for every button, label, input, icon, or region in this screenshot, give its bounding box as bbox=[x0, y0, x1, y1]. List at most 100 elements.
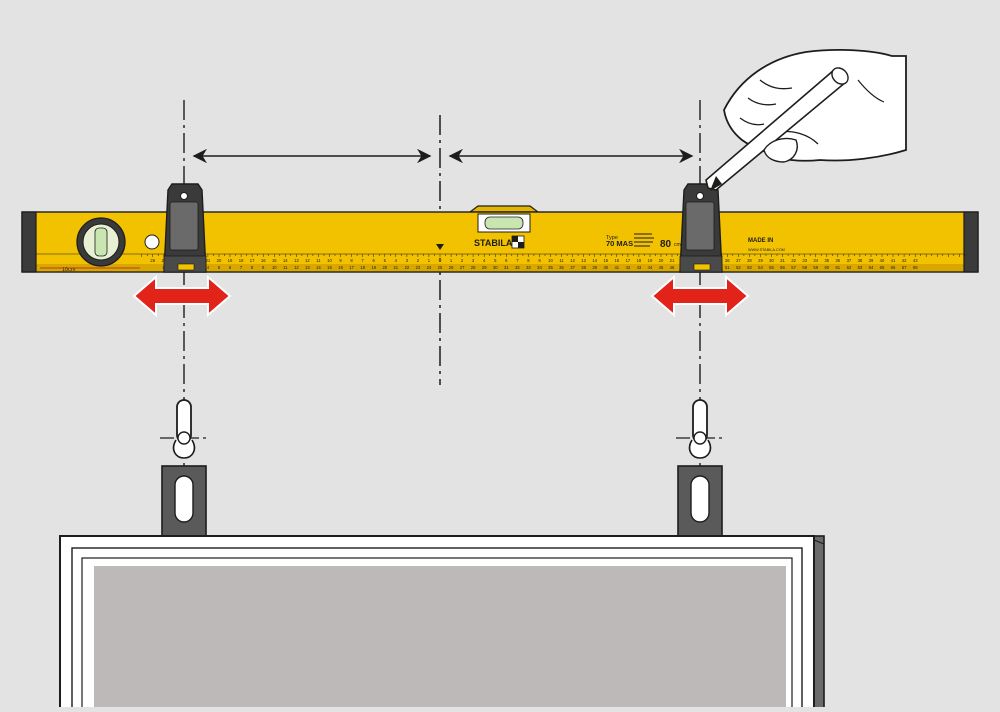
ruler-top-number: 4 bbox=[483, 258, 486, 263]
ruler-top-number: 13 bbox=[581, 258, 586, 263]
ruler-bottom-number: 57 bbox=[791, 265, 796, 270]
ruler-bottom-number: 42 bbox=[626, 265, 631, 270]
ruler-bottom-number: 18 bbox=[360, 265, 365, 270]
ruler-bottom-number: 41 bbox=[614, 265, 619, 270]
ruler-bottom-number: 31 bbox=[504, 265, 509, 270]
website-label: WWW.STABILA.COM bbox=[748, 248, 785, 252]
ruler-bottom-number: 23 bbox=[416, 265, 421, 270]
ruler-top-number: 32 bbox=[791, 258, 796, 263]
ruler-bottom-number: 15 bbox=[327, 265, 332, 270]
ruler-top-number: 11 bbox=[316, 258, 321, 263]
ruler-bottom-number: 14 bbox=[316, 265, 321, 270]
ruler-bottom-number: 17 bbox=[349, 265, 354, 270]
ruler-top-number: 2 bbox=[461, 258, 464, 263]
ruler-bottom-number: 56 bbox=[780, 265, 785, 270]
ruler-top-number: 1 bbox=[450, 258, 453, 263]
ruler-top-number: 7 bbox=[361, 258, 364, 263]
ruler-top-number: 43 bbox=[913, 258, 918, 263]
ruler-top-number: 12 bbox=[570, 258, 575, 263]
ruler-top-number: 6 bbox=[373, 258, 376, 263]
ruler-bottom-number: 66 bbox=[891, 265, 896, 270]
length-number: 80 bbox=[660, 239, 672, 250]
ruler-bottom-number: 54 bbox=[758, 265, 763, 270]
ruler-top-number: 3 bbox=[406, 258, 409, 263]
ruler-top-number: 40 bbox=[880, 258, 885, 263]
ruler-top-number: 17 bbox=[250, 258, 255, 263]
ruler-top-number: 7 bbox=[516, 258, 519, 263]
ruler-bottom-number: 51 bbox=[725, 265, 730, 270]
ruler-top-number: 31 bbox=[780, 258, 785, 263]
ruler-bottom-number: 26 bbox=[449, 265, 454, 270]
wall-hook-icon bbox=[676, 399, 726, 459]
brand-logo bbox=[511, 235, 525, 249]
ruler-bottom-number: 33 bbox=[526, 265, 531, 270]
ruler-top-number: 35 bbox=[824, 258, 829, 263]
ruler-top-number: 13 bbox=[294, 258, 299, 263]
ruler-bottom-number: 13 bbox=[305, 265, 310, 270]
pencil bbox=[705, 67, 849, 191]
ruler-top-number: 19 bbox=[648, 258, 653, 263]
ruler-bottom-number: 37 bbox=[570, 265, 575, 270]
ruler-bottom-number: 5 bbox=[218, 265, 221, 270]
red-double-arrow-icon bbox=[132, 274, 232, 318]
ruler-bottom-number: 27 bbox=[460, 265, 465, 270]
ruler-bottom-number: 6 bbox=[229, 265, 232, 270]
ruler-bottom-number: 9 bbox=[262, 265, 265, 270]
left-sliding-hook bbox=[163, 183, 207, 273]
hand-with-pencil-icon bbox=[705, 49, 907, 191]
ruler-top-number: 29 bbox=[758, 258, 763, 263]
ruler-top-number: 36 bbox=[835, 258, 840, 263]
ruler-bottom-number: 52 bbox=[736, 265, 741, 270]
ruler-top-number: 11 bbox=[559, 258, 564, 263]
picture-canvas bbox=[94, 566, 786, 712]
ruler-top-number: 15 bbox=[603, 258, 608, 263]
ruler-bottom-number: 38 bbox=[581, 265, 586, 270]
ruler-bottom-number: 8 bbox=[251, 265, 254, 270]
ruler-top-number: 21 bbox=[206, 258, 211, 263]
ruler-bottom-number: 55 bbox=[769, 265, 774, 270]
ruler-top-number: 5 bbox=[384, 258, 387, 263]
ruler-scale: 2625242322212019181716151413121110987654… bbox=[141, 254, 966, 270]
right-end-cap bbox=[963, 211, 979, 273]
slotted-hanger-icon bbox=[677, 465, 723, 539]
ruler-bottom-number: 16 bbox=[338, 265, 343, 270]
ruler-top-number: 39 bbox=[869, 258, 874, 263]
ruler-bottom-number: 28 bbox=[471, 265, 476, 270]
type-label: Type bbox=[606, 235, 618, 241]
ruler-top-number: 20 bbox=[659, 258, 664, 263]
ruler-bottom-number: 53 bbox=[747, 265, 752, 270]
ruler-bottom-number: 68 bbox=[913, 265, 918, 270]
center-index: 25 bbox=[438, 265, 443, 270]
ruler-bottom-number: 45 bbox=[659, 265, 664, 270]
made-in-label: MADE IN bbox=[748, 238, 773, 244]
ruler-bottom-number: 67 bbox=[902, 265, 907, 270]
ruler-top-number: 28 bbox=[747, 258, 752, 263]
ruler-top-number: 3 bbox=[472, 258, 475, 263]
ruler-bottom-number: 44 bbox=[648, 265, 653, 270]
ruler-top-number: 27 bbox=[736, 258, 741, 263]
ruler-bottom-number: 36 bbox=[559, 265, 564, 270]
right-sliding-hook bbox=[679, 183, 723, 273]
horizontal-vial bbox=[477, 213, 531, 233]
ruler-bottom-number: 39 bbox=[592, 265, 597, 270]
ruler-top-number: 10 bbox=[548, 258, 553, 263]
ruler-bottom-number: 32 bbox=[515, 265, 520, 270]
ruler-bottom-number: 40 bbox=[603, 265, 608, 270]
red-double-arrow-icon bbox=[650, 274, 750, 318]
ruler-top-number: 5 bbox=[494, 258, 497, 263]
ruler-top-number: 16 bbox=[261, 258, 266, 263]
ruler-bottom-number: 59 bbox=[813, 265, 818, 270]
ruler-top-number: 37 bbox=[847, 258, 852, 263]
ruler-top-number: 1 bbox=[428, 258, 431, 263]
ruler-bottom-number: 10 bbox=[272, 265, 277, 270]
ruler-top-number: 8 bbox=[527, 258, 530, 263]
ruler-top-number: 30 bbox=[769, 258, 774, 263]
ruler-bottom-number: 30 bbox=[493, 265, 498, 270]
vertical-vial bbox=[76, 217, 126, 267]
ruler-top-number: 21 bbox=[670, 258, 675, 263]
ruler-bottom-number: 29 bbox=[482, 265, 487, 270]
ruler-top-number: 16 bbox=[614, 258, 619, 263]
ruler-top-number: 12 bbox=[305, 258, 310, 263]
ruler-top-number: 6 bbox=[505, 258, 508, 263]
